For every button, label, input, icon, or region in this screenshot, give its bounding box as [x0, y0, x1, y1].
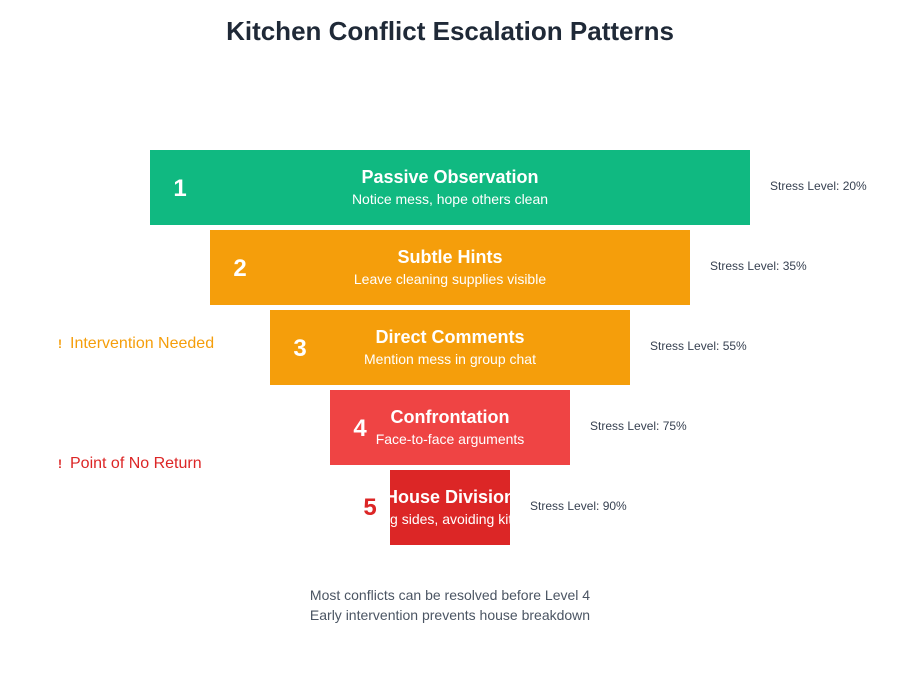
- stage-title: House Division: [390, 487, 510, 507]
- footer-line: Early intervention prevents house breakd…: [309, 607, 591, 623]
- stage-title: Passive Observation: [361, 167, 539, 187]
- stage-number: 1: [173, 175, 187, 202]
- stage-5: House DivisionTaking sides, avoiding kit…: [390, 470, 510, 545]
- stage-title: Direct Comments: [375, 327, 525, 347]
- stress-level: Stress Level: 90%: [530, 499, 627, 513]
- stage-desc: Notice mess, hope others clean: [351, 191, 549, 207]
- stage-number: 4: [353, 415, 367, 442]
- note-intervention: ! Intervention Needed: [58, 335, 214, 353]
- stress-level: Stress Level: 20%: [770, 179, 867, 193]
- stage-title: Confrontation: [390, 407, 510, 427]
- page-title: Kitchen Conflict Escalation Patterns: [226, 16, 674, 46]
- stage-desc: Face-to-face arguments: [375, 431, 525, 447]
- stress-level: Stress Level: 35%: [710, 259, 807, 273]
- stage-number: 2: [233, 255, 247, 282]
- stage-title: Subtle Hints: [397, 247, 503, 267]
- stress-level: Stress Level: 55%: [650, 339, 747, 353]
- exclamation-icon: !: [58, 337, 62, 351]
- note-label: Point of No Return: [70, 455, 202, 472]
- note-no-return: ! Point of No Return: [58, 455, 202, 473]
- footer-line: Most conflicts can be resolved before Le…: [309, 587, 591, 603]
- stage-desc: Mention mess in group chat: [364, 351, 536, 367]
- stage-desc: Leave cleaning supplies visible: [353, 271, 547, 287]
- stage-number: 3: [293, 335, 307, 362]
- note-label: Intervention Needed: [70, 335, 215, 352]
- stage-number: 5: [363, 494, 377, 521]
- stage-desc: Taking sides, avoiding kitchen: [390, 511, 510, 527]
- exclamation-icon: !: [58, 457, 62, 471]
- stress-level: Stress Level: 75%: [590, 419, 687, 433]
